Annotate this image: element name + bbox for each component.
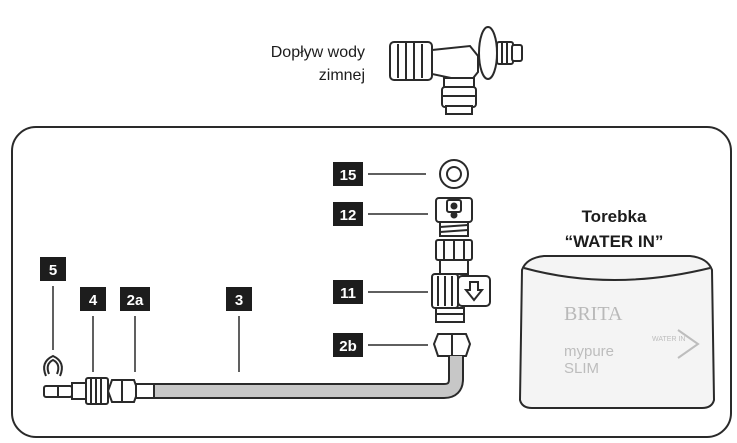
check-valve-icon [431, 273, 491, 323]
locking-clip-icon [43, 354, 63, 377]
frame [11, 126, 732, 438]
badge-15 [333, 162, 363, 186]
hose-nut-left-icon [106, 379, 155, 403]
badge-11 [333, 280, 363, 304]
bag-illustration: BRITA mypure SLIM WATER IN [518, 255, 716, 409]
angle-valve-icon [389, 26, 523, 115]
badge-15-label: 15 [340, 167, 357, 184]
badge-5 [40, 257, 66, 281]
supply-label-line2: zimnej [319, 67, 365, 84]
badge-3 [226, 287, 252, 311]
threaded-fitting-icon [43, 377, 109, 405]
hose [154, 356, 462, 397]
badge-12-label: 12 [340, 207, 357, 224]
thread-connector-icon [435, 239, 473, 275]
gasket-ring-icon [439, 159, 469, 189]
bag-tag: WATER IN [652, 336, 685, 343]
bag-product-line2: SLIM [564, 360, 599, 377]
nut-adapter-icon [435, 197, 473, 237]
bag-label-line2: “WATER IN” [565, 232, 664, 251]
bag-body [518, 255, 716, 409]
badge-4 [80, 287, 106, 311]
bag-arrow-icon [677, 329, 700, 359]
badge-4-label: 4 [89, 292, 98, 309]
badge-11-label: 11 [340, 285, 356, 302]
bag-label-line1: Torebka [582, 207, 647, 226]
supply-label-line1: Dopływ wody [271, 44, 365, 61]
badge-12 [333, 202, 363, 226]
badge-2a [120, 287, 150, 311]
badge-3-label: 3 [235, 292, 243, 309]
badge-5-label: 5 [49, 262, 57, 279]
badge-2a-label: 2a [127, 292, 144, 309]
hose-nut-icon [432, 333, 472, 357]
badge-2b-label: 2b [339, 338, 357, 355]
bag-fold [523, 267, 711, 281]
bag-product-line1: mypure [564, 343, 614, 360]
badge-2b [333, 333, 363, 357]
bag-brand: BRITA [564, 303, 623, 325]
